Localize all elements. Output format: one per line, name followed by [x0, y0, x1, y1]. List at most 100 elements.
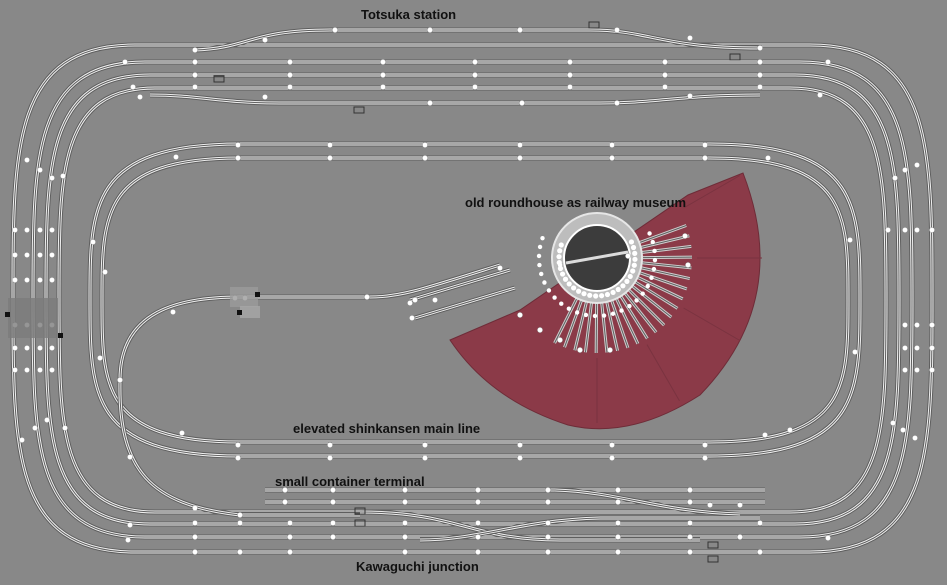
track-joint-137 [475, 487, 481, 493]
turntable-joint-3 [632, 250, 638, 256]
yard-block-1 [230, 287, 258, 307]
turntable-joint-23 [556, 260, 562, 266]
track-joint-40 [173, 154, 179, 160]
turntable-joint-26 [558, 242, 564, 248]
track-joint-48 [517, 155, 523, 161]
track-joint-112 [787, 427, 793, 433]
track-joint-190 [537, 327, 543, 333]
track-joint-31 [662, 84, 668, 90]
track-joint-19 [287, 72, 293, 78]
stall-track-gauge-14 [615, 298, 639, 344]
track-joint-54 [24, 157, 30, 163]
track-joint-33 [137, 94, 143, 100]
structure-1 [588, 21, 600, 29]
track-joint-172 [615, 549, 621, 555]
track-joint-93 [892, 175, 898, 181]
stall-joint-25 [537, 244, 543, 250]
stall-joint-17 [566, 306, 572, 311]
track-joint-155 [687, 520, 693, 526]
turntable-joint-12 [604, 291, 611, 298]
track-joint-8 [757, 45, 763, 51]
track-joint-97 [929, 227, 935, 233]
track-joint-142 [615, 499, 621, 505]
track-joint-86 [44, 417, 50, 423]
track-joint-138 [475, 499, 481, 505]
stall-track-gauge-7 [639, 272, 687, 290]
structure-4 [353, 106, 365, 114]
track-joint-49 [609, 142, 615, 148]
track-joint-139 [545, 487, 551, 493]
turntable-joint-6 [630, 268, 636, 274]
track-joint-42 [235, 155, 241, 161]
stall-joint-3 [652, 248, 657, 254]
track-joint-173 [687, 549, 693, 555]
stall-joint-15 [583, 312, 589, 318]
track-joint-7 [687, 35, 693, 41]
track-joint-58 [90, 239, 96, 245]
stall-track-gauge-3 [641, 245, 692, 254]
track-joint-116 [235, 455, 241, 461]
track-joint-174 [757, 549, 763, 555]
track-joint-127 [127, 522, 133, 528]
track-joint-68 [12, 277, 18, 283]
track-joint-15 [662, 59, 668, 65]
track-joint-11 [287, 59, 293, 65]
signal-2 [237, 310, 242, 315]
track-joint-134 [330, 499, 336, 505]
stall-joint-26 [540, 235, 545, 241]
track-joint-181 [432, 297, 438, 303]
track-joint-106 [929, 367, 935, 373]
turntable [551, 212, 643, 304]
track-joint-118 [327, 455, 333, 461]
track-joint-12 [380, 59, 386, 65]
track-joint-130 [237, 512, 243, 518]
stall-joint-23 [537, 262, 542, 268]
track-joint-99 [914, 322, 920, 328]
structure-7 [707, 541, 719, 549]
track-joint-95 [902, 227, 908, 233]
track-joint-34 [262, 94, 268, 100]
turntable-joint-15 [587, 292, 593, 298]
track-joint-22 [567, 72, 573, 78]
track-joint-111 [852, 349, 858, 355]
outer-loop-1-gauge [12, 44, 933, 553]
structure-8 [707, 555, 719, 563]
track-joint-131 [282, 487, 288, 493]
stall-track-gauge-16 [606, 301, 619, 351]
stall-track-gauge-17 [601, 302, 608, 353]
track-joint-148 [237, 520, 243, 526]
track-joint-81 [24, 367, 30, 373]
stall-track-gauge-12 [624, 292, 657, 333]
track-joint-91 [914, 162, 920, 168]
stall-joint-4 [652, 257, 658, 263]
track-joint-83 [49, 367, 55, 373]
track-joint-78 [37, 345, 43, 351]
track-joint-23 [662, 72, 668, 78]
track-joint-164 [687, 534, 693, 540]
track-joint-76 [12, 345, 18, 351]
turntable-joint-25 [557, 248, 563, 254]
turntable-joint-5 [631, 262, 637, 268]
inner-loop-1-gauge [89, 143, 861, 457]
structure-2 [213, 75, 225, 83]
track-joint-71 [49, 277, 55, 283]
inner-loop-2-gauge [101, 157, 849, 443]
track-joint-20 [380, 72, 386, 78]
track-joint-170 [475, 549, 481, 555]
track-joint-143 [687, 487, 693, 493]
track-joint-115 [235, 442, 241, 448]
stall-joint-13 [601, 313, 607, 318]
track-joint-117 [327, 442, 333, 448]
roundhouse-label: old roundhouse as railway museum [465, 195, 686, 210]
track-joint-98 [902, 322, 908, 328]
track-joint-39 [817, 92, 823, 98]
fan-divider-3 [683, 307, 741, 341]
track-joint-144 [687, 499, 693, 505]
track-joint-132 [282, 499, 288, 505]
track-joint-47 [517, 142, 523, 148]
track-joint-62 [37, 227, 43, 233]
fan-divider-4 [646, 344, 680, 402]
track-joint-191 [557, 337, 563, 343]
track-joint-186 [625, 253, 631, 259]
stall-track-gauge-11 [628, 289, 665, 326]
